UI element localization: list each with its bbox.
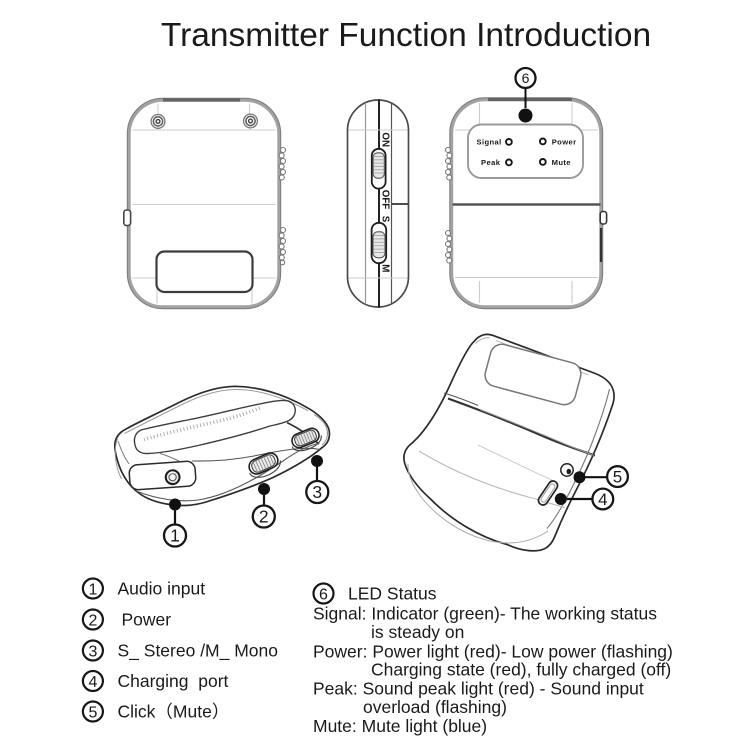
svg-text:1: 1	[88, 582, 97, 599]
svg-text:2: 2	[259, 507, 269, 527]
svg-text:OFF: OFF	[380, 190, 391, 210]
svg-text:6: 6	[522, 70, 530, 86]
svg-text:5: 5	[88, 705, 97, 722]
svg-text:Power: Power	[122, 610, 172, 630]
svg-text:Power: Power	[552, 137, 577, 146]
svg-text:ON: ON	[380, 132, 391, 147]
svg-text:Transmitter Function Introduct: Transmitter Function Introduction	[161, 17, 651, 54]
svg-text:Peak: Sound peak light (red) -: Peak: Sound peak light (red) - Sound inp…	[313, 679, 644, 699]
svg-text:Charging port: Charging port	[118, 671, 229, 691]
svg-text:Mute: Mute	[552, 158, 571, 167]
svg-text:M: M	[380, 264, 391, 272]
svg-text:1: 1	[170, 526, 180, 546]
svg-text:LED Status: LED Status	[348, 584, 437, 604]
svg-text:3: 3	[312, 482, 322, 502]
svg-text:Click（Mute）: Click（Mute）	[118, 702, 230, 722]
svg-text:6: 6	[319, 587, 328, 604]
svg-text:Peak: Peak	[481, 158, 501, 167]
svg-text:is steady on: is steady on	[371, 622, 464, 642]
svg-text:4: 4	[598, 490, 607, 509]
svg-text:Mute: Mute light (blue): Mute: Mute light (blue)	[313, 716, 487, 736]
svg-text:4: 4	[88, 674, 97, 691]
svg-text:Signal: Signal	[477, 138, 502, 147]
svg-text:S_ Stereo /M_ Mono: S_ Stereo /M_ Mono	[118, 641, 279, 662]
svg-text:Charging state (red), fully ch: Charging state (red), fully charged (off…	[371, 660, 671, 680]
svg-text:Power: Power light (red)- Low: Power: Power light (red)- Low power (fla…	[313, 642, 673, 662]
svg-text:Audio input: Audio input	[118, 579, 206, 599]
svg-text:overload (flashing): overload (flashing)	[363, 697, 507, 717]
svg-text:Signal: Indicator (green)- The: Signal: Indicator (green)- The working s…	[313, 604, 657, 624]
svg-text:S: S	[380, 216, 391, 223]
svg-text:5: 5	[613, 468, 622, 487]
svg-text:2: 2	[88, 613, 97, 630]
svg-text:3: 3	[88, 644, 97, 661]
